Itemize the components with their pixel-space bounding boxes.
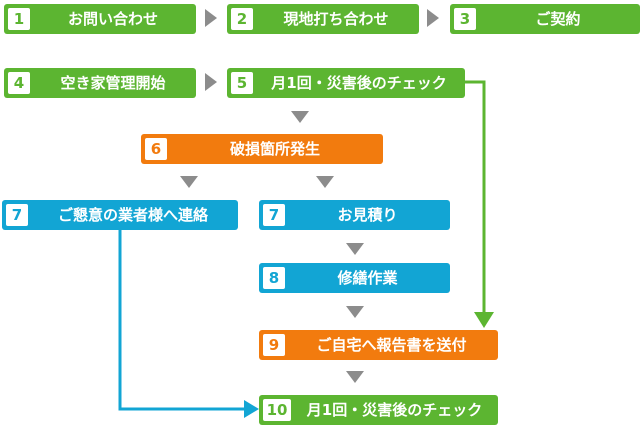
step-label: 月1回・災害後のチェック — [306, 401, 483, 419]
step-label: 破損箇所発生 — [229, 140, 320, 158]
step-2-site-meeting: 2 現地打ち合わせ — [227, 4, 419, 34]
step-number: 7 — [263, 204, 285, 226]
step-number: 10 — [263, 399, 291, 421]
blue-connector-7-10 — [118, 230, 244, 411]
arrow-right-1-2 — [205, 9, 217, 27]
step-7-contact-contractor: 7 ご懇意の業者様へ連絡 — [2, 200, 238, 230]
step-number: 1 — [8, 8, 30, 30]
arrow-down-8-9 — [346, 306, 364, 318]
arrow-right-4-5 — [205, 73, 217, 91]
step-number: 4 — [8, 72, 30, 94]
blue-arrowhead — [244, 400, 259, 418]
step-label: 空き家管理開始 — [60, 74, 166, 92]
arrow-right-2-3 — [427, 9, 439, 27]
step-number: 5 — [231, 72, 253, 94]
arrow-down-9-10 — [346, 371, 364, 383]
green-arrowhead — [474, 312, 494, 328]
step-7-estimate: 7 お見積り — [259, 200, 450, 230]
step-label: ご懇意の業者様へ連絡 — [57, 206, 208, 224]
step-5-monthly-check: 5 月1回・災害後のチェック — [227, 68, 465, 98]
green-connector-5-9 — [465, 80, 486, 312]
step-number: 2 — [231, 8, 253, 30]
step-3-contract: 3 ご契約 — [450, 4, 640, 34]
arrow-down-5-6 — [291, 111, 309, 123]
step-number: 8 — [263, 267, 285, 289]
step-number: 7 — [6, 204, 28, 226]
step-label: ご自宅へ報告書を送付 — [316, 336, 467, 354]
step-label: 現地打ち合わせ — [283, 10, 389, 28]
arrow-down-7-8 — [346, 243, 364, 255]
arrow-down-6-7b — [316, 176, 334, 188]
step-number: 9 — [263, 334, 285, 356]
step-number: 3 — [454, 8, 476, 30]
step-10-monthly-check: 10 月1回・災害後のチェック — [259, 395, 498, 425]
step-9-send-report: 9 ご自宅へ報告書を送付 — [259, 330, 498, 360]
step-label: 修繕作業 — [337, 269, 398, 287]
step-label: お問い合わせ — [67, 10, 158, 28]
step-8-repair-work: 8 修繕作業 — [259, 263, 450, 293]
step-label: ご契約 — [535, 10, 581, 28]
step-label: お見積り — [337, 206, 398, 224]
step-1-inquiry: 1 お問い合わせ — [4, 4, 196, 34]
arrow-down-6-7a — [180, 176, 198, 188]
step-4-management-start: 4 空き家管理開始 — [4, 68, 196, 98]
step-label: 月1回・災害後のチェック — [271, 74, 447, 92]
step-6-damage-found: 6 破損箇所発生 — [141, 134, 383, 164]
step-number: 6 — [145, 138, 167, 160]
